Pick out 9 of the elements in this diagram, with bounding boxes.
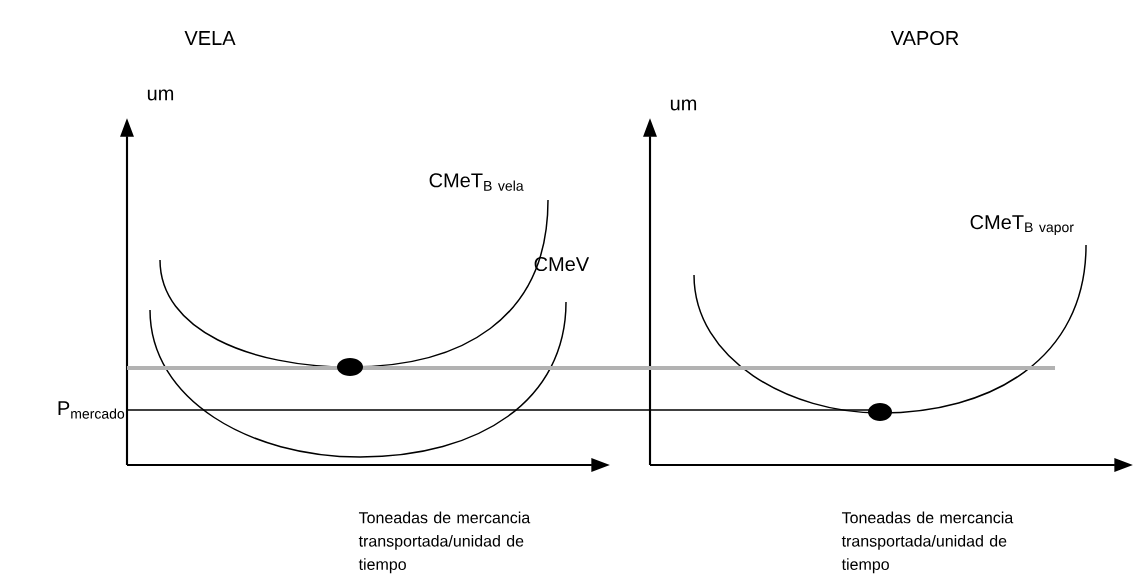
panel-title: VELA bbox=[184, 31, 236, 45]
curve-label: $\mathrm{CMeT}_{\mathrm{B\ vapor}}$ bbox=[970, 215, 1074, 235]
price-label: $\mathrm{P}_{\mathrm{mercado}}$ bbox=[58, 401, 125, 419]
axis-label: um bbox=[670, 99, 697, 111]
axis-label: Toneadas de mercancia transportada/unidad de tiempo bbox=[358, 511, 531, 574]
curve-label: $\mathrm{CMeT}_{\mathrm{B\ vela}}$ bbox=[429, 173, 524, 191]
panel-title: VAPOR bbox=[890, 30, 959, 46]
axis-label: Toneadas de mercancia transportada/unidad de tiempo bbox=[841, 511, 1014, 574]
axis-label: um bbox=[147, 89, 174, 101]
